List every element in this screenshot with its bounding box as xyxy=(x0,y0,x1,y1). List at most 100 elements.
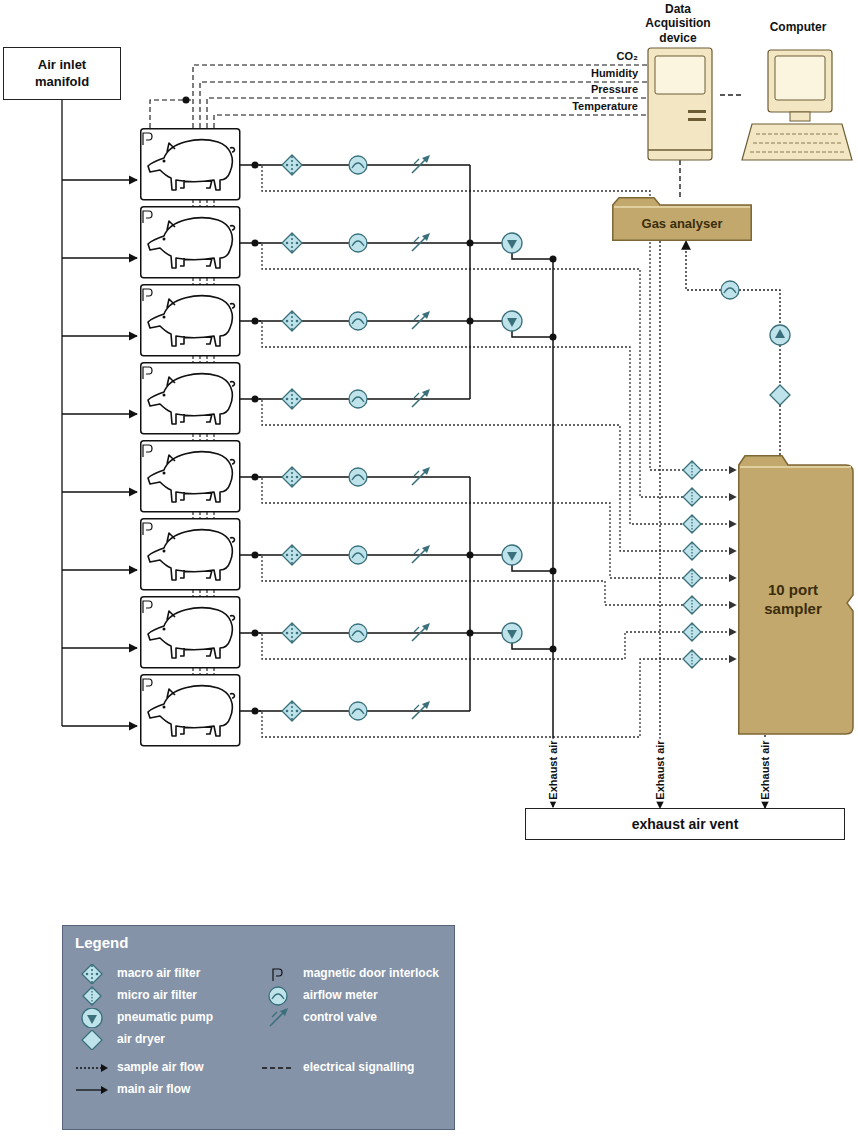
inlet-pipe xyxy=(62,413,137,414)
pneumatic-pump xyxy=(502,545,522,565)
chamber-box xyxy=(141,519,240,590)
signal-name: Pressure xyxy=(589,83,640,95)
door-interlock xyxy=(143,289,152,301)
sample-line xyxy=(701,469,736,470)
filter-diamond xyxy=(282,467,302,487)
valve-head xyxy=(422,155,430,163)
signal-line xyxy=(262,1067,294,1068)
signal-name: CO₂ xyxy=(615,50,640,62)
airflow-meter xyxy=(349,234,367,252)
filter-mesh xyxy=(691,462,692,478)
node-label: exhaust air vent xyxy=(632,816,739,832)
legend-symbol xyxy=(73,986,111,1006)
filter-dot xyxy=(286,554,289,557)
meter-dial xyxy=(352,319,364,324)
chamber xyxy=(141,285,240,356)
signal-wire xyxy=(213,512,214,518)
legend-text: micro air filter xyxy=(117,988,197,1002)
meter-dial xyxy=(352,163,364,168)
legend-symbol xyxy=(73,1030,111,1050)
interlock-wire xyxy=(150,100,193,128)
legend-text: sample air flow xyxy=(117,1060,204,1074)
door-interlock xyxy=(273,969,282,981)
chamber xyxy=(141,675,240,746)
filter-diamond xyxy=(683,569,701,587)
airflow-meter xyxy=(269,987,287,1005)
pig-eye xyxy=(163,316,166,319)
signal-wire xyxy=(192,434,193,440)
sample-line xyxy=(255,243,683,497)
inlet-pipe xyxy=(62,257,137,258)
signal-wire xyxy=(206,356,207,362)
meter-dial xyxy=(724,288,736,293)
valve-head xyxy=(422,389,430,397)
monitor-neck xyxy=(790,112,810,121)
meter-dial xyxy=(352,475,364,480)
chamber xyxy=(141,597,240,668)
junction-dot xyxy=(252,162,259,169)
valve-tick xyxy=(272,1012,277,1017)
valve-tick xyxy=(414,471,419,476)
filter-mesh xyxy=(691,597,692,613)
valve-arrow xyxy=(270,1012,284,1026)
pig-outline xyxy=(148,686,234,736)
main-pipe xyxy=(470,320,502,322)
door-interlock xyxy=(143,367,152,379)
valve-arrow xyxy=(412,393,426,407)
filter-mesh xyxy=(691,570,692,586)
signal-wire xyxy=(213,590,214,596)
inlet-pipe xyxy=(62,179,137,180)
legend-symbol xyxy=(73,1008,111,1028)
signal-wire xyxy=(213,200,214,206)
valve-head xyxy=(422,467,430,475)
sample-line xyxy=(701,577,736,578)
filter-diamond xyxy=(683,650,701,668)
airflow-meter xyxy=(349,546,367,564)
sample-line xyxy=(255,659,683,737)
filter-diamond xyxy=(282,233,302,253)
arrow-head xyxy=(101,1064,108,1072)
meter-dial xyxy=(352,553,364,558)
filter-mesh xyxy=(291,624,293,642)
inlet-pipe xyxy=(62,725,137,726)
pump-arrow xyxy=(507,318,517,327)
filter-diamond xyxy=(282,311,302,331)
node-label: Data Acquisition device xyxy=(636,2,720,45)
junction-dot xyxy=(252,630,259,637)
filter-diamond xyxy=(683,488,701,506)
exhaust-vent: exhaust air vent xyxy=(525,808,845,840)
daq-case xyxy=(648,48,712,160)
chamber-box xyxy=(141,441,240,512)
filter-mesh xyxy=(691,651,692,667)
main-pipe xyxy=(512,253,553,259)
pump-arrow xyxy=(507,630,517,639)
pig-eye xyxy=(163,628,166,631)
filter-mesh xyxy=(291,156,293,174)
pig-outline xyxy=(148,140,234,190)
valve-tick xyxy=(414,627,419,632)
legend-symbol xyxy=(73,964,111,984)
pig-eye xyxy=(163,706,166,709)
connector xyxy=(686,241,780,455)
airflow-meter xyxy=(349,702,367,720)
filter-diamond xyxy=(82,1030,102,1050)
main-pipe xyxy=(470,242,502,244)
exhaust-pipe xyxy=(552,259,554,807)
pig-outline xyxy=(148,530,234,580)
door-interlock xyxy=(143,445,152,457)
signal-wire xyxy=(207,98,648,128)
computer: Computer xyxy=(742,20,854,165)
signal-wire xyxy=(213,356,214,362)
valve-tick xyxy=(414,393,419,398)
filter-mesh xyxy=(291,312,293,330)
junction-dot xyxy=(467,552,474,559)
filter-diamond xyxy=(683,461,701,479)
filter-dot xyxy=(296,476,299,479)
filter-mesh xyxy=(291,390,293,408)
meter-dial xyxy=(272,994,284,999)
junction-dot xyxy=(252,396,259,403)
filter-diamond xyxy=(282,623,302,643)
signal-name: Temperature xyxy=(570,100,640,112)
filter-diamond xyxy=(282,545,302,565)
junction-dot xyxy=(467,240,474,247)
